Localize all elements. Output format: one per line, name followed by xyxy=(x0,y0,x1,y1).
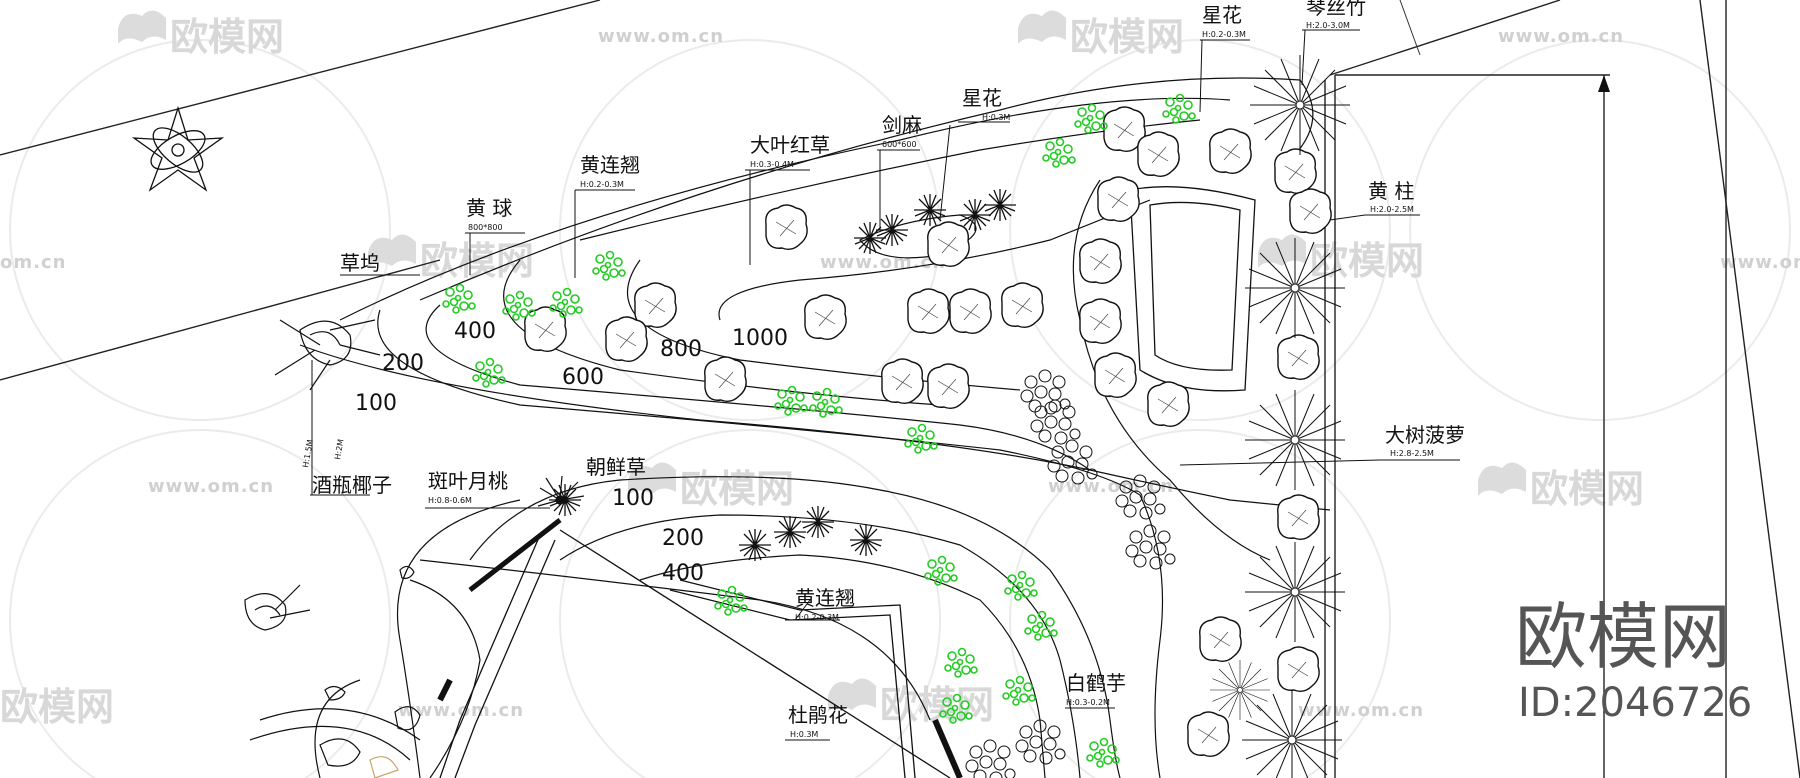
label-jianma-spec: 600*600 xyxy=(882,140,917,149)
label-xinghua-top: 星花 xyxy=(1202,3,1242,27)
label-baiheyu-spec: H:0.3-0.2M xyxy=(1066,698,1110,707)
watermark-logo-2: 欧模网 xyxy=(1018,10,1184,59)
label-huanglianqiao-bottom: 黄连翘 xyxy=(795,586,855,610)
label-huangqiu: 黄 球 xyxy=(466,196,512,220)
label-xinghua-mid-spec: H:0.3M xyxy=(982,113,1010,122)
boulder-symbols xyxy=(319,565,421,778)
label-jiupingyezi-spec1: H:1.5M xyxy=(301,439,315,469)
label-dashuboluo: 大树菠萝 xyxy=(1385,423,1465,447)
label-huangqiu-spec: 800*800 xyxy=(468,223,503,232)
watermark-text: 欧模网 xyxy=(1310,239,1424,283)
contour-label-group: 100 200 400 600 800 1000 100 200 400 xyxy=(355,319,788,586)
watermark-url: om.cn xyxy=(0,252,66,273)
contour-label-1000: 1000 xyxy=(732,326,788,351)
watermark-text: 欧模网 xyxy=(170,15,284,59)
label-qinsizhu-spec: H:2.0-3.0M xyxy=(1306,21,1350,30)
contour-label-200: 200 xyxy=(382,351,424,376)
label-dujuanhua: 杜鹃花 xyxy=(788,703,848,727)
contour-label-100-lower: 100 xyxy=(612,486,654,511)
watermark-url: www.om.cn xyxy=(148,476,274,497)
contour-label-400: 400 xyxy=(454,319,496,344)
brand-watermark: 欧模网 ID:2046726 xyxy=(1515,595,1752,726)
label-jiupingyezi: 酒瓶椰子 xyxy=(312,473,392,497)
label-chaoxiancao: 朝鲜草 xyxy=(586,455,646,479)
label-huangzhu: 黄 柱 xyxy=(1368,179,1414,203)
watermark-logo-7: 欧模网 xyxy=(0,685,114,729)
contour-lines-lower xyxy=(396,476,1121,778)
watermark-url: www.om.cn xyxy=(1720,252,1800,273)
bottle-palm-symbol xyxy=(244,319,381,631)
watermark-ring xyxy=(9,39,1791,778)
watermark-text: 欧模网 xyxy=(1070,15,1184,59)
contour-label-600: 600 xyxy=(562,365,604,390)
watermark-url: www.om.cn xyxy=(1498,26,1624,47)
label-dujuanhua-spec: H:0.3M xyxy=(790,730,818,739)
watermark-text: 欧模网 xyxy=(0,685,114,729)
contour-label-800: 800 xyxy=(660,337,702,362)
watermark-text: 欧模网 xyxy=(1530,467,1644,511)
contour-lines xyxy=(299,77,1331,778)
label-xinghua-top-spec: H:0.2-0.3M xyxy=(1202,30,1246,39)
label-banyeyuetao: 斑叶月桃 xyxy=(428,469,508,493)
label-dashuboluo-spec: H:2.8-2.5M xyxy=(1390,449,1434,458)
watermark-url: www.om.cn xyxy=(1298,700,1424,721)
watermark-logo-5: 欧模网 xyxy=(628,462,794,511)
model-id-text: ID:2046726 xyxy=(1518,680,1752,726)
label-huanglianqiao-bottom-spec: H:0.2-0.3M xyxy=(795,613,839,622)
contour-label-400-lower: 400 xyxy=(662,561,704,586)
star-plant-symbol xyxy=(131,105,225,192)
label-dayehongcao: 大叶红草 xyxy=(750,133,830,157)
watermark-logo-1: 欧模网 xyxy=(118,10,284,59)
walkway xyxy=(249,518,562,778)
label-baiheyu: 白鹤芋 xyxy=(1066,671,1126,695)
small-palm-symbol xyxy=(537,475,585,507)
label-jiupingyezi-spec2: H:2M xyxy=(333,438,345,460)
label-huangzhu-spec: H:2.0-2.5M xyxy=(1370,205,1414,214)
brand-watermark-text: 欧模网 xyxy=(1515,595,1731,679)
label-dayehongcao-spec: H:0.3-0.4M xyxy=(750,160,794,169)
label-caowu: 草坞 xyxy=(340,251,380,275)
label-qinsizhu: 琴丝竹 xyxy=(1306,0,1366,19)
label-xinghua-mid: 星花 xyxy=(962,86,1002,110)
watermark-layer: 欧模网 欧模网 欧模网 欧模网 欧模网 欧模网 欧模网 欧模网 www.om.c… xyxy=(0,10,1800,778)
label-banyeyuetao-spec: H:0.8-0.6M xyxy=(428,496,472,505)
label-huanglianqiao-top: 黄连翘 xyxy=(580,153,640,177)
watermark-logo-6: 欧模网 xyxy=(1478,462,1644,511)
label-jianma: 剑麻 xyxy=(882,113,922,137)
watermark-url: www.om.cn xyxy=(598,26,724,47)
contour-label-100: 100 xyxy=(355,391,397,416)
watermark-text: 欧模网 xyxy=(680,467,794,511)
leader-lines xyxy=(310,29,1460,741)
watermark-url: www.om.cn xyxy=(398,700,524,721)
contour-label-200-lower: 200 xyxy=(662,526,704,551)
plant-label-group: 草坞 黄 球 800*800 黄连翘 H:0.2-0.3M 大叶红草 H:0.3… xyxy=(301,0,1465,739)
watermark-logo-4: 欧模网 xyxy=(1258,234,1424,283)
label-huanglianqiao-top-spec: H:0.2-0.3M xyxy=(580,180,624,189)
